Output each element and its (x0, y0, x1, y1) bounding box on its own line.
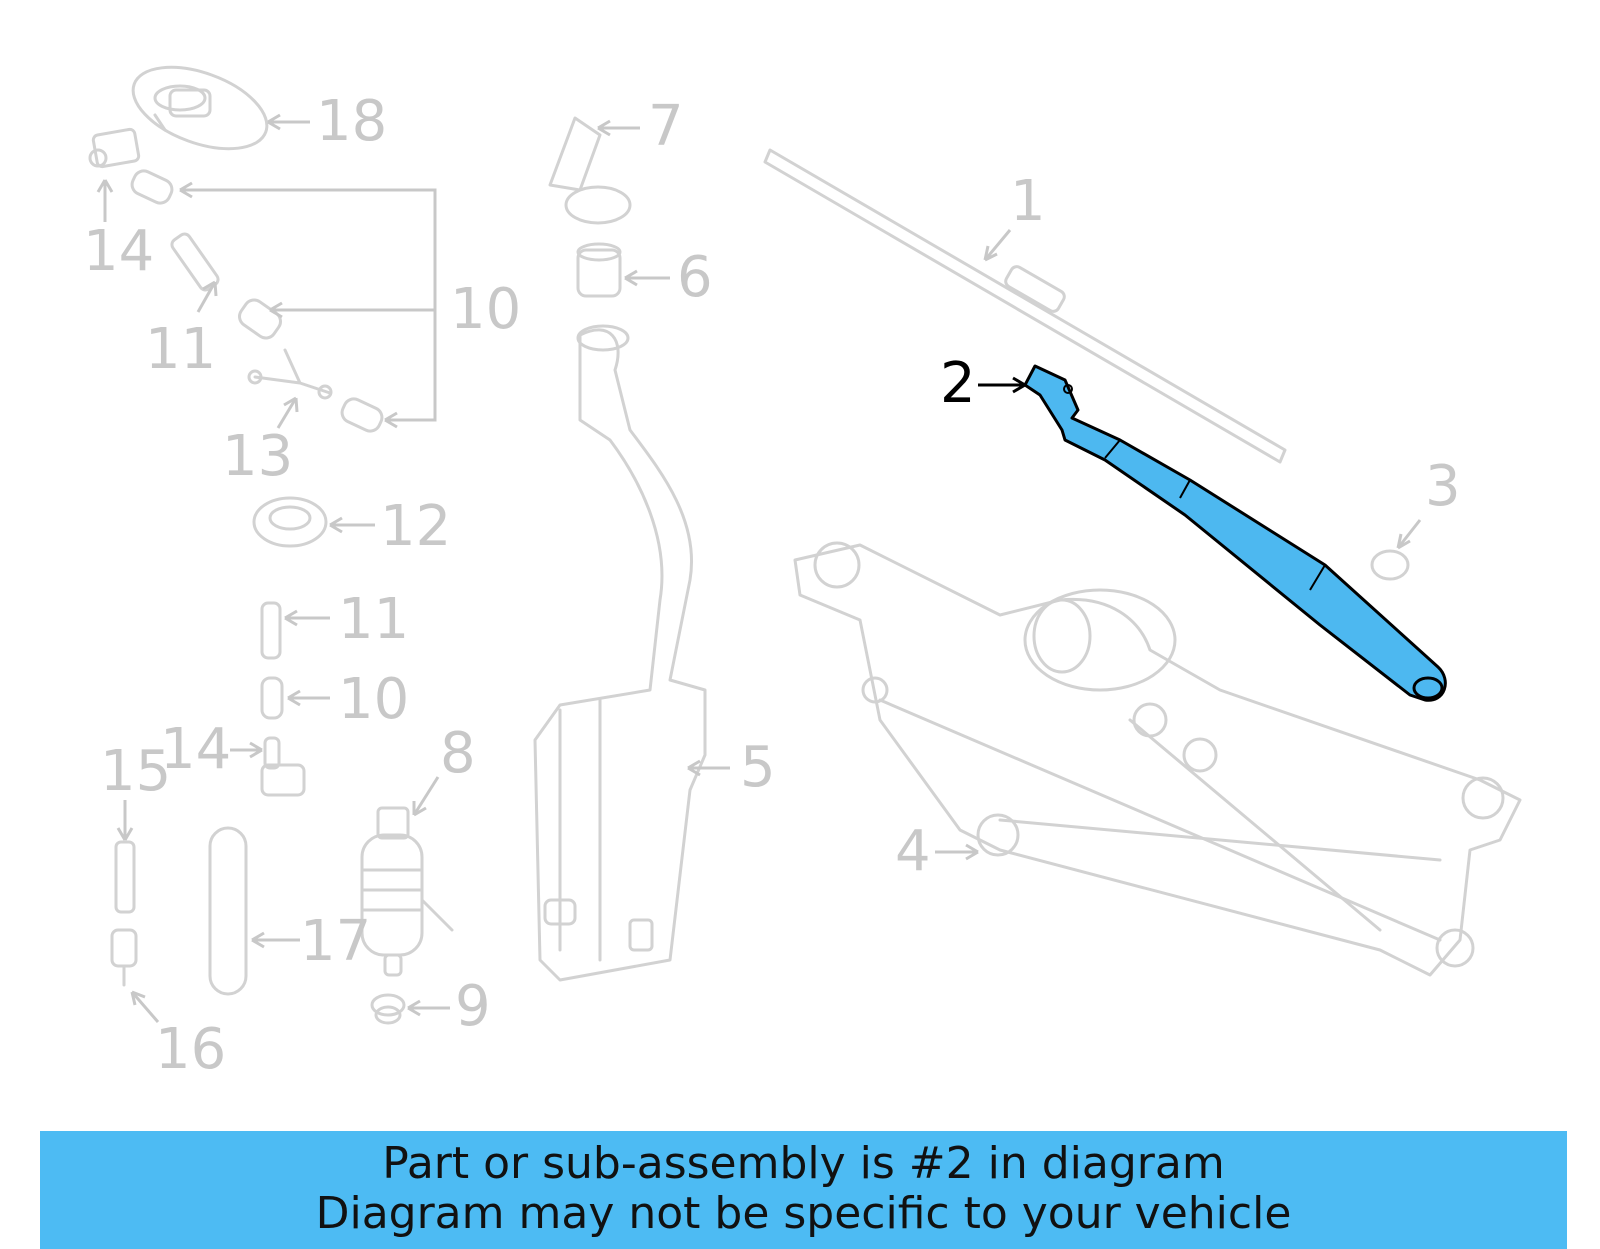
callout-8[interactable]: 8 (440, 721, 476, 786)
part-6-adapter (576, 242, 622, 298)
callout-7[interactable]: 7 (648, 94, 684, 159)
part-14-connector-lower (260, 736, 306, 797)
part-12-grommet (252, 496, 328, 548)
callout-10-top[interactable]: 10 (450, 277, 521, 342)
callout-3[interactable]: 3 (1425, 454, 1461, 519)
part-13-y-connector (247, 348, 333, 400)
callout-9[interactable]: 9 (455, 974, 491, 1039)
part-14-connector-top (88, 127, 141, 169)
part-4-wiper-linkage (793, 541, 1522, 977)
part-1-wiper-blade (763, 148, 1287, 464)
callout-13[interactable]: 13 (222, 424, 293, 489)
part-10-hose-pieces (130, 169, 384, 433)
callout-17[interactable]: 17 (300, 909, 371, 974)
banner-line-1: Part or sub-assembly is #2 in diagram (382, 1138, 1225, 1189)
callout-11-top[interactable]: 11 (145, 317, 216, 382)
callout-10-lower[interactable]: 10 (338, 667, 409, 732)
part-3-nut-cap (1370, 549, 1410, 581)
leader-lines (96, 113, 1422, 1023)
callout-14-top[interactable]: 14 (83, 219, 154, 284)
part-10-hose-lower (260, 676, 284, 720)
callout-16[interactable]: 16 (155, 1017, 226, 1082)
callout-5[interactable]: 5 (740, 735, 776, 800)
callout-15[interactable]: 15 (100, 739, 171, 804)
callout-4[interactable]: 4 (895, 819, 931, 884)
part-17-tube (208, 826, 248, 996)
part-2-wiper-arm[interactable] (1023, 364, 1447, 702)
callout-14-lower[interactable]: 14 (160, 717, 231, 782)
callout-18[interactable]: 18 (316, 89, 387, 154)
part-15-16-fitting (110, 840, 138, 987)
callout-numbers: 18 14 10 11 13 12 11 10 14 15 17 16 8 9 … (83, 89, 1461, 1082)
part-9-grommet (370, 993, 406, 1025)
part-7-cap (548, 116, 632, 225)
callout-12[interactable]: 12 (380, 494, 451, 559)
banner-line-2: Diagram may not be specific to your vehi… (315, 1188, 1292, 1239)
part-18-nozzle-housing (131, 65, 269, 151)
notice-banner: Part or sub-assembly is #2 in diagram Di… (40, 1131, 1567, 1249)
callout-11-lower[interactable]: 11 (338, 587, 409, 652)
callout-2[interactable]: 2 (940, 351, 976, 416)
part-8-washer-pump (360, 806, 454, 977)
part-11-stud-lower (260, 601, 282, 660)
part-5-reservoir (533, 324, 707, 982)
callout-1[interactable]: 1 (1010, 169, 1046, 234)
callout-6[interactable]: 6 (677, 245, 713, 310)
